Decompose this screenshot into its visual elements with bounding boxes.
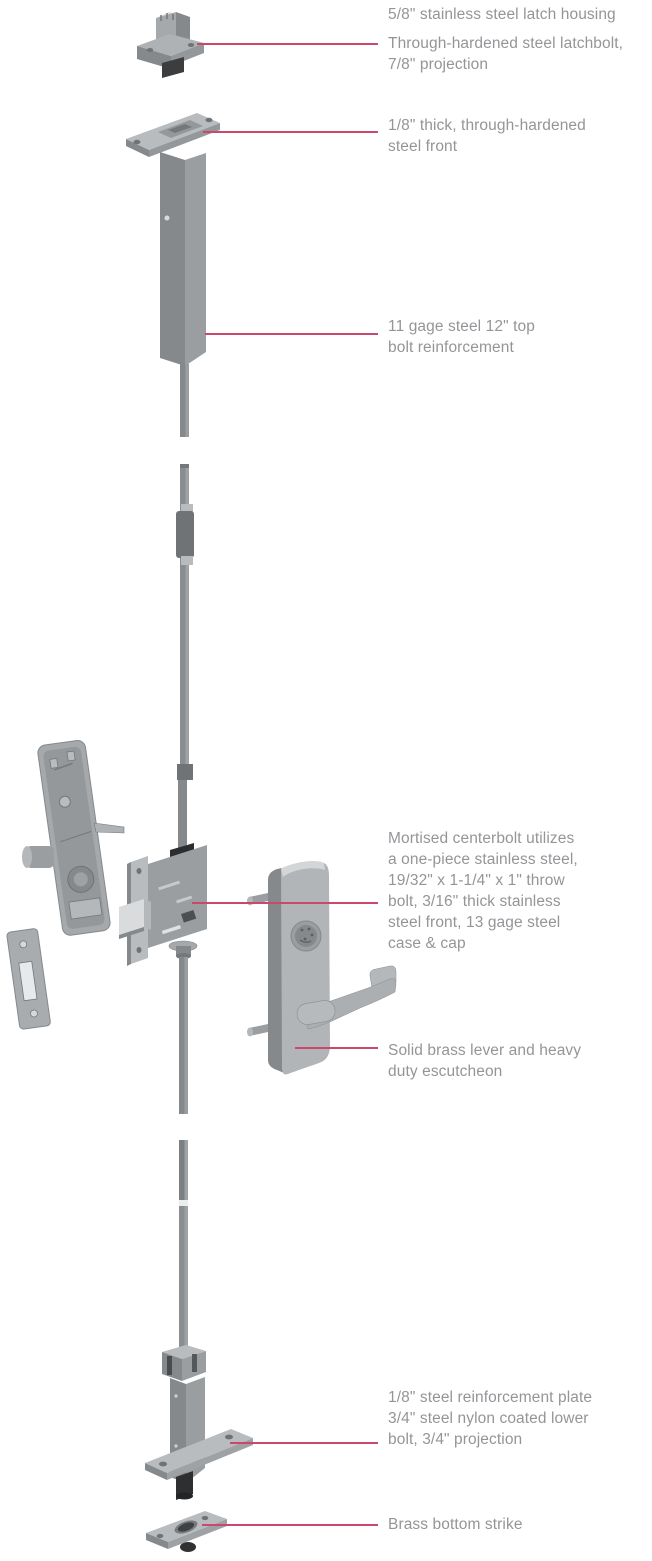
callout-text: 7/8" projection xyxy=(388,56,489,73)
callout-text: Through-hardened steel latchbolt, xyxy=(388,35,624,52)
bottom-bolt-assembly-icon xyxy=(145,1345,253,1500)
latch-housing-icon xyxy=(137,12,204,78)
callout-text: steel front xyxy=(388,138,458,155)
lever-handle-icon xyxy=(296,965,397,1030)
callout-text: 1/8" steel reinforcement plate xyxy=(388,1389,593,1406)
callout-text: duty escutcheon xyxy=(388,1063,503,1080)
callout-text: bolt reinforcement xyxy=(388,339,514,356)
callout-latch-housing: 5/8" stainless steel latch housing xyxy=(388,4,616,25)
interior-cylinder-icon xyxy=(22,822,125,868)
callout-text: 1/8" thick, through-hardened xyxy=(388,117,586,134)
strike-plate-icon xyxy=(6,928,51,1030)
latchbolt-icon xyxy=(162,57,184,78)
callout-text: Brass bottom strike xyxy=(388,1516,523,1533)
key-cylinder-icon xyxy=(290,920,322,952)
callout-text: Solid brass lever and heavy xyxy=(388,1042,582,1059)
callout-steel-front: 1/8" thick, through-hardened steel front xyxy=(388,115,586,157)
leader-line-bottom-strike xyxy=(202,1524,378,1526)
leader-line-centerbolt xyxy=(192,902,378,904)
callout-text: bolt, 3/16" thick stainless xyxy=(388,893,561,910)
callout-bottom-strike: Brass bottom strike xyxy=(388,1514,523,1535)
turnbuckle-icon xyxy=(176,511,194,558)
callout-lever-escutcheon: Solid brass lever and heavy duty escutch… xyxy=(388,1040,581,1082)
leader-line-steel-front xyxy=(203,131,378,133)
mortise-lock-body-icon xyxy=(119,843,207,1114)
leader-line-top-bolt xyxy=(205,333,378,335)
callout-text: 19/32" x 1-1/4" x 1" throw xyxy=(388,872,565,889)
interior-escutcheon-icon xyxy=(37,739,111,936)
callout-mortised-centerbolt: Mortised centerbolt utilizes a one-piece… xyxy=(388,828,578,954)
nylon-bolt-tip-icon xyxy=(176,1471,193,1500)
callout-text: steel front, 13 gage steel xyxy=(388,914,561,931)
callout-text: 5/8" stainless steel latch housing xyxy=(388,6,616,23)
exterior-lever-escutcheon-icon xyxy=(247,861,397,1075)
leader-line-lever xyxy=(295,1047,378,1049)
callout-latchbolt: Through-hardened steel latchbolt, 7/8" p… xyxy=(388,33,623,75)
callout-text: bolt, 3/4" projection xyxy=(388,1431,523,1448)
leader-line-latchbolt xyxy=(197,43,378,45)
callout-text: 3/4" steel nylon coated lower xyxy=(388,1410,589,1427)
callout-text: case & cap xyxy=(388,935,466,952)
bottom-strike-icon xyxy=(146,1511,227,1552)
callout-text: a one-piece stainless steel, xyxy=(388,851,578,868)
centerbolt-icon xyxy=(119,899,151,939)
lower-connecting-rod-icon xyxy=(179,1140,188,1356)
callout-text: 11 gage steel 12" top xyxy=(388,318,535,335)
callout-text: Mortised centerbolt utilizes xyxy=(388,830,575,847)
upper-connecting-rod-icon xyxy=(176,464,194,853)
thumbturn-icon xyxy=(93,822,125,834)
callout-lower-bolt: 1/8" steel reinforcement plate 3/4" stee… xyxy=(388,1387,592,1450)
top-bolt-assembly-icon xyxy=(126,113,220,437)
leader-line-lower-bolt xyxy=(230,1442,378,1444)
callout-top-bolt-reinforcement: 11 gage steel 12" top bolt reinforcement xyxy=(388,316,535,358)
